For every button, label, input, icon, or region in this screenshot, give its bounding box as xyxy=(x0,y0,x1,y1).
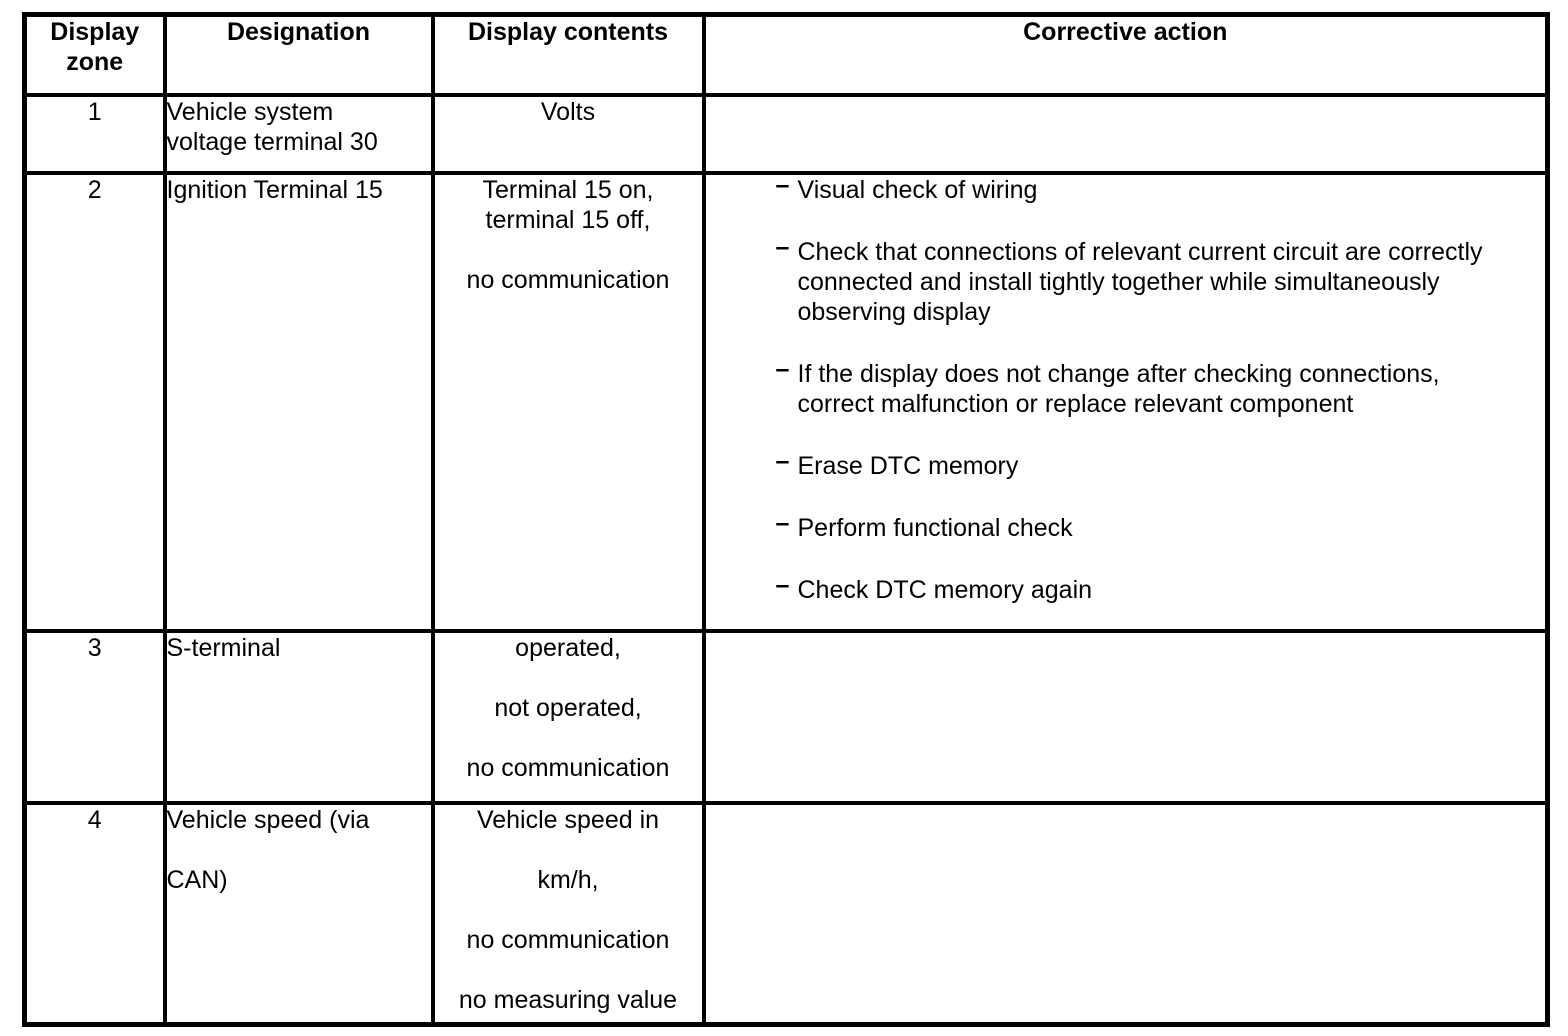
dash-bullet-icon: – xyxy=(775,446,790,475)
col-header-display-contents: Display contents xyxy=(430,12,706,97)
action-item: – Visual check of wiring xyxy=(775,172,1544,205)
action-item: – Perform functional check xyxy=(776,509,1544,543)
col-header-designation: Designation xyxy=(162,12,435,97)
col-header-display-zone: Display zone xyxy=(22,12,167,97)
action-text: Perform functional check xyxy=(797,513,1073,542)
table-row: 4 Vehicle speed (via CAN) Vehicle speed … xyxy=(22,800,1550,1027)
table-row: 3 S-terminal operated, not operated, no … xyxy=(22,628,1550,805)
action-text: Visual check of wiring xyxy=(797,175,1038,204)
action-text: If the display does not change after che… xyxy=(797,359,1440,418)
cell-display-contents: Vehicle speed in km/h, no communication … xyxy=(430,800,706,1027)
action-text: Check that connections of relevant curre… xyxy=(797,237,1483,326)
corrective-action-list: – Visual check of wiring – Check that co… xyxy=(708,172,1544,605)
table-row: 2 Ignition Terminal 15 Terminal 15 on, t… xyxy=(22,170,1550,633)
table-header-row: Display zone Designation Display content… xyxy=(22,12,1550,97)
dash-bullet-icon: – xyxy=(775,232,790,261)
action-text: Check DTC memory again xyxy=(797,575,1093,604)
action-item: – Check DTC memory again xyxy=(776,571,1544,605)
dash-bullet-icon: – xyxy=(775,570,790,599)
cell-designation: S-terminal xyxy=(162,628,435,805)
cell-designation: Vehicle speed (via CAN) xyxy=(162,800,435,1027)
cell-designation: Ignition Terminal 15 xyxy=(162,170,435,633)
action-item: – Erase DTC memory xyxy=(776,447,1544,481)
cell-corrective-action xyxy=(701,92,1550,175)
cell-zone: 1 xyxy=(22,92,167,175)
cell-zone: 4 xyxy=(22,800,167,1027)
action-item: – Check that connections of relevant cur… xyxy=(776,233,1544,327)
table-row: 1 Vehicle system voltage terminal 30 Vol… xyxy=(22,92,1550,175)
action-item: – If the display does not change after c… xyxy=(776,355,1544,419)
cell-designation: Vehicle system voltage terminal 30 xyxy=(162,92,435,175)
cell-corrective-action: – Visual check of wiring – Check that co… xyxy=(701,170,1550,633)
diagnostic-table: Display zone Designation Display content… xyxy=(22,12,1550,1027)
cell-corrective-action xyxy=(701,800,1550,1027)
cell-zone: 2 xyxy=(22,170,167,633)
cell-display-contents: Terminal 15 on, terminal 15 off, no comm… xyxy=(430,170,706,633)
dash-bullet-icon: – xyxy=(775,172,790,199)
dash-bullet-icon: – xyxy=(775,354,790,383)
cell-display-contents: operated, not operated, no communication xyxy=(430,628,706,805)
action-text: Erase DTC memory xyxy=(797,451,1019,480)
dash-bullet-icon: – xyxy=(775,508,790,537)
cell-display-contents: Volts xyxy=(430,92,706,175)
col-header-corrective-action: Corrective action xyxy=(701,12,1550,97)
cell-zone: 3 xyxy=(22,628,167,805)
cell-corrective-action xyxy=(701,628,1550,805)
